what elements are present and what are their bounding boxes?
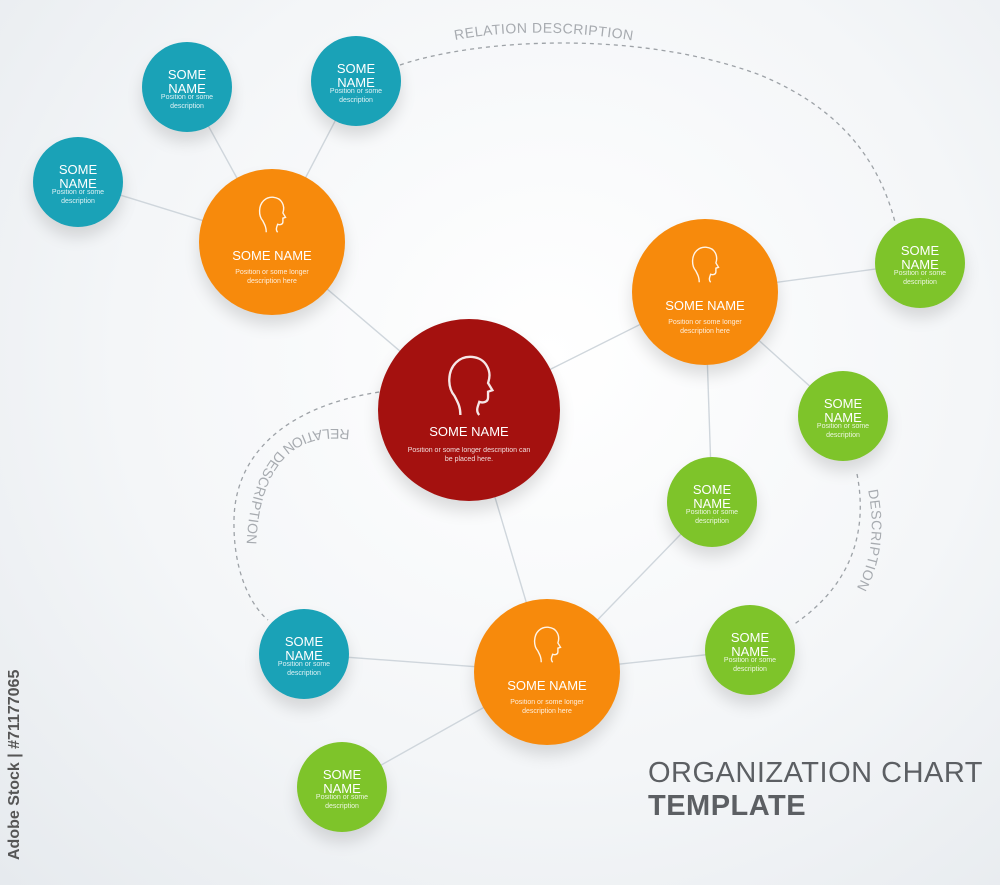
relation-label-left: RELATION DESCRIPTION xyxy=(244,426,351,545)
relation-label-left-text: RELATION DESCRIPTION xyxy=(244,426,350,545)
node-name: SOME NAME xyxy=(284,634,324,663)
node-bottom[interactable]: SOME NAME Position or some longer descrip… xyxy=(474,599,620,745)
node-description: Position or some description xyxy=(723,657,777,674)
relation-label-top: RELATION DESCRIPTION xyxy=(453,20,635,44)
node-description: Position or some description xyxy=(51,189,105,206)
person-silhouette-icon xyxy=(692,247,721,284)
node-name: SOME NAME xyxy=(58,162,98,191)
node-description: Position or some longer description here xyxy=(510,699,584,716)
node-center[interactable]: SOME NAME Position or some longer descrip… xyxy=(378,319,560,501)
node-name: SOME NAME xyxy=(336,61,376,90)
chart-title-line-2: TEMPLATE xyxy=(648,790,807,822)
node-description: Position or some longer description can … xyxy=(407,447,531,464)
relation-arc-right xyxy=(792,473,861,626)
node-name: SOME NAME xyxy=(692,482,732,511)
node-description: Position or some description xyxy=(160,94,214,111)
node-name: SOME NAME xyxy=(429,423,509,439)
person-silhouette-icon xyxy=(447,355,495,416)
node-name: SOME NAME xyxy=(730,630,770,659)
node-description: Position or some description xyxy=(329,88,383,105)
node-description: Position or some description xyxy=(893,270,947,287)
node-name: SOME NAME xyxy=(900,243,940,272)
relation-label-right: DESCRIPTION xyxy=(854,488,885,594)
node-name: SOME NAME xyxy=(823,396,863,425)
node-description: Position or some longer description here xyxy=(235,269,309,286)
node-description: Position or some description xyxy=(816,423,870,440)
node-description: Position or some description xyxy=(277,661,331,678)
node-description: Position or some longer description here xyxy=(668,319,742,336)
stock-watermark: Adobe Stock | #71177065 xyxy=(6,660,30,860)
node-description: Position or some description xyxy=(315,794,369,811)
relation-arc-top xyxy=(399,42,896,223)
stock-watermark-text: Adobe Stock | #71177065 xyxy=(6,669,23,860)
relation-label-right-text: DESCRIPTION xyxy=(854,488,885,594)
node-name: SOME NAME xyxy=(507,678,587,694)
chart-title-line-1: ORGANIZATION CHART xyxy=(648,757,983,789)
node-name: SOME NAME xyxy=(665,298,745,314)
person-silhouette-icon xyxy=(259,197,288,234)
node-upper-left[interactable]: SOME NAME Position or some longer descrip… xyxy=(199,169,345,315)
node-name: SOME NAME xyxy=(167,67,207,96)
person-silhouette-icon xyxy=(534,627,563,664)
node-right[interactable]: SOME NAME Position or some longer descrip… xyxy=(632,219,778,365)
node-name: SOME NAME xyxy=(232,248,312,264)
relation-label-top-text: RELATION DESCRIPTION xyxy=(453,20,635,44)
node-description: Position or some description xyxy=(685,509,739,526)
chart-title: ORGANIZATION CHART TEMPLATE xyxy=(648,757,983,823)
node-name: SOME NAME xyxy=(322,767,362,796)
